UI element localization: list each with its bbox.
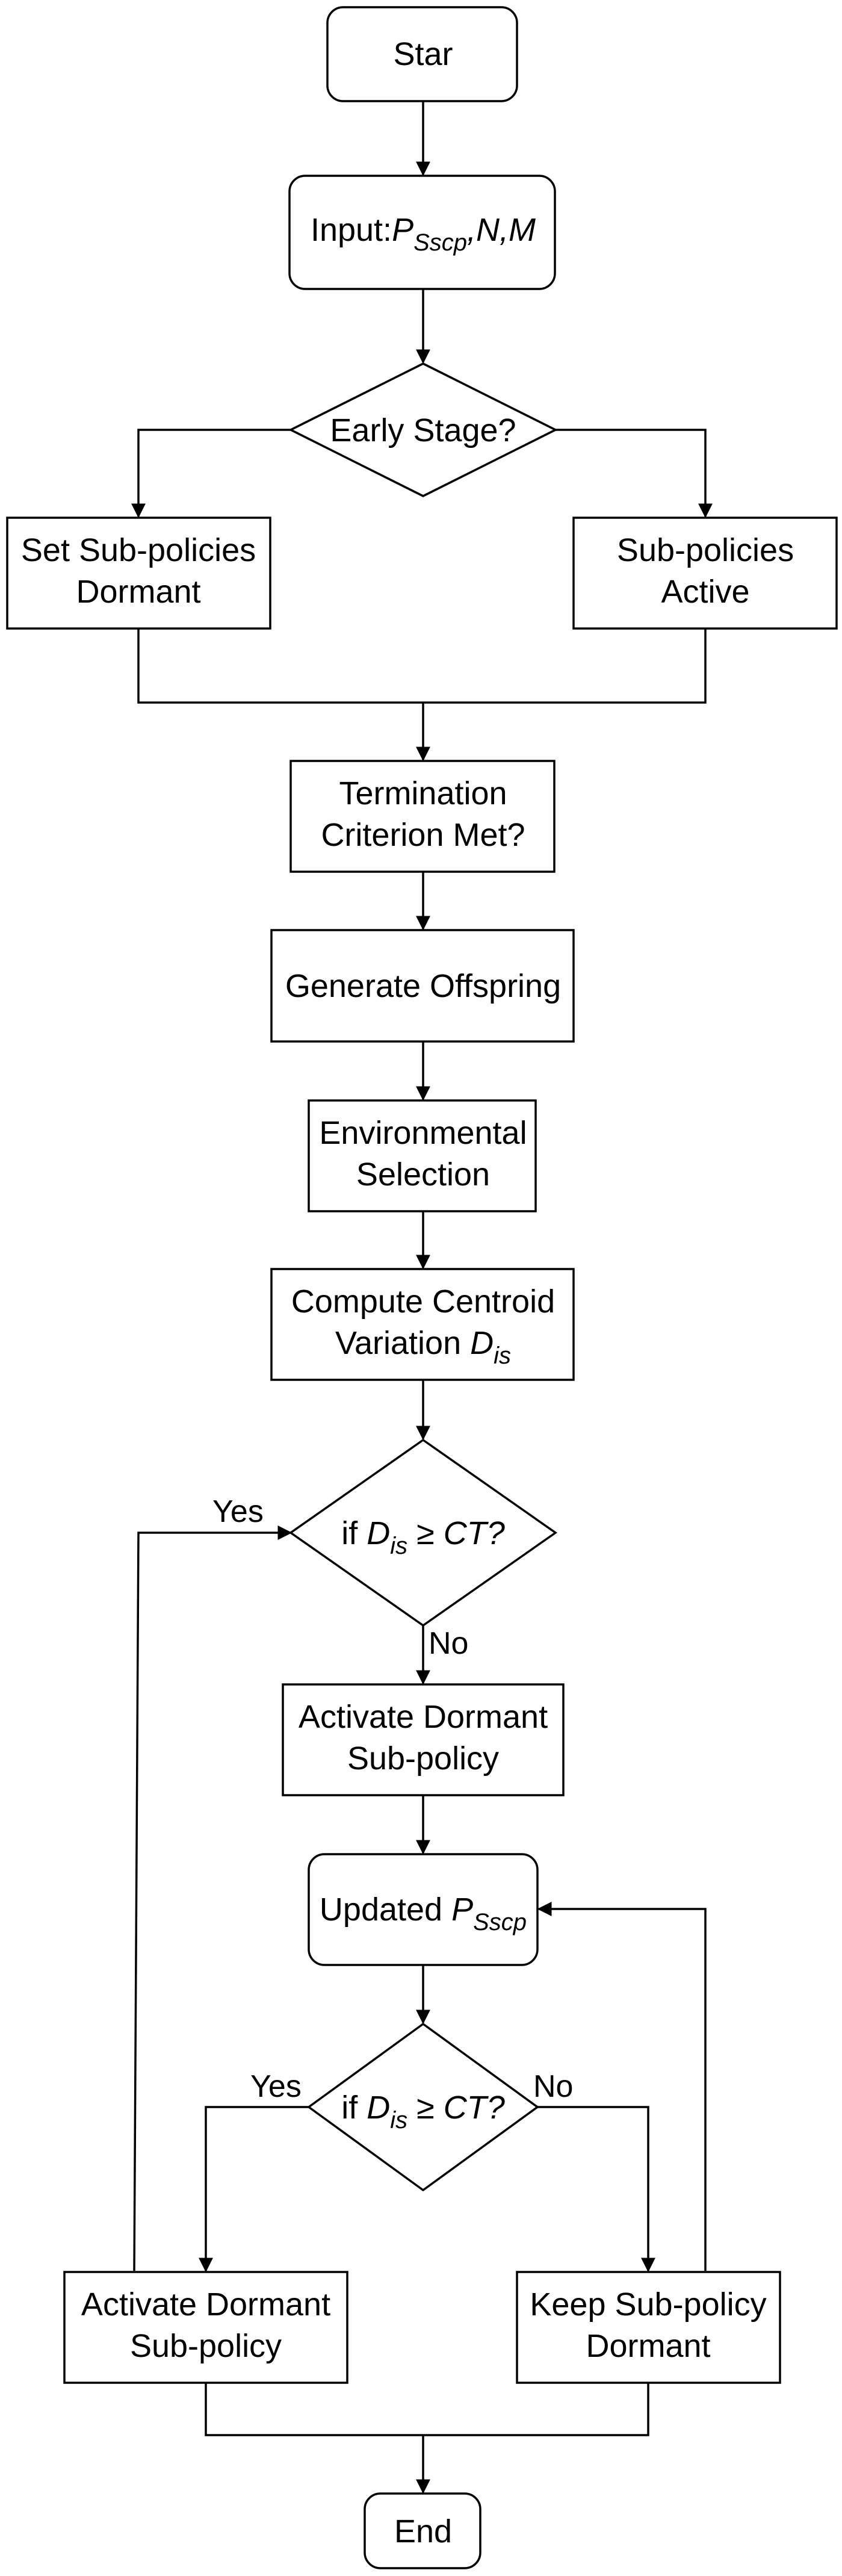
node-updated: Updated PSscp	[308, 1853, 539, 1966]
node-activate2: Activate Dormant Sub-policy	[63, 2271, 348, 2384]
centroid-line1: Compute Centroid	[291, 1283, 555, 1320]
node-decision2: if Dis ≥ CT?	[307, 2022, 539, 2192]
node-end: End	[364, 2492, 481, 2569]
sub-active-line2: Active	[661, 574, 749, 610]
early-stage-label: Early Stage?	[330, 412, 516, 448]
decision1-no-label: No	[429, 1626, 468, 1661]
centroid-line2: Variation Dis	[335, 1325, 511, 1369]
connectors	[131, 101, 713, 2494]
decision1-label: if Dis ≥ CT?	[341, 1515, 505, 1559]
node-keep-dormant: Keep Sub-policy Dormant	[516, 2271, 781, 2384]
termination-line1: Termination	[339, 775, 507, 812]
keep-dormant-line1: Keep Sub-policy	[530, 2286, 766, 2323]
end-label: End	[394, 2513, 452, 2550]
node-start: Star	[326, 6, 518, 102]
activate1-line2: Sub-policy	[347, 1740, 499, 1777]
edge-merge-bottom	[205, 2383, 649, 2436]
env-selection-line1: Environmental	[319, 1115, 527, 1151]
start-label: Star	[393, 36, 453, 72]
decision2-yes-label: Yes	[250, 2069, 302, 2104]
edge-loop-right	[537, 1902, 707, 2271]
decision1-yes-label: Yes	[212, 1494, 264, 1529]
sub-active-line1: Sub-policies	[617, 532, 794, 568]
env-selection-line2: Selection	[356, 1156, 490, 1193]
input-label: Input:PSscp,N,M	[311, 212, 536, 256]
set-dormant-line2: Dormant	[76, 574, 200, 610]
edge-decision2-left	[199, 2106, 309, 2273]
decision2-label: if Dis ≥ CT?	[341, 2090, 505, 2134]
node-env-selection: Environmental Selection	[308, 1099, 537, 1212]
node-early-stage: Early Stage?	[288, 362, 558, 497]
node-sub-active: Sub-policies Active	[572, 517, 838, 630]
decision2-no-label: No	[533, 2069, 573, 2104]
node-centroid: Compute Centroid Variation Dis	[270, 1268, 575, 1381]
set-dormant-line1: Set Sub-policies	[21, 532, 256, 568]
node-activate1: Activate Dormant Sub-policy	[282, 1683, 565, 1796]
edge-early-right	[556, 429, 713, 518]
node-generate: Generate Offspring	[270, 929, 575, 1043]
updated-label: Updated PSscp	[320, 1892, 527, 1935]
keep-dormant-line2: Dormant	[586, 2328, 710, 2364]
edge-decision2-right	[537, 2106, 655, 2273]
edge-merge-lines	[137, 628, 707, 704]
node-set-dormant: Set Sub-policies Dormant	[6, 517, 271, 630]
activate2-line2: Sub-policy	[130, 2328, 282, 2364]
edge-loop-yes	[133, 1525, 293, 2271]
activate2-line1: Activate Dormant	[81, 2286, 330, 2323]
edge-early-left	[131, 429, 291, 518]
activate1-line1: Activate Dormant	[299, 1699, 548, 1735]
termination-line2: Criterion Met?	[321, 817, 525, 853]
node-termination: Termination Criterion Met?	[289, 760, 556, 873]
node-input: Input:PSscp,N,M	[288, 175, 556, 290]
generate-label: Generate Offspring	[285, 968, 561, 1004]
node-decision1: if Dis ≥ CT?	[288, 1438, 558, 1627]
